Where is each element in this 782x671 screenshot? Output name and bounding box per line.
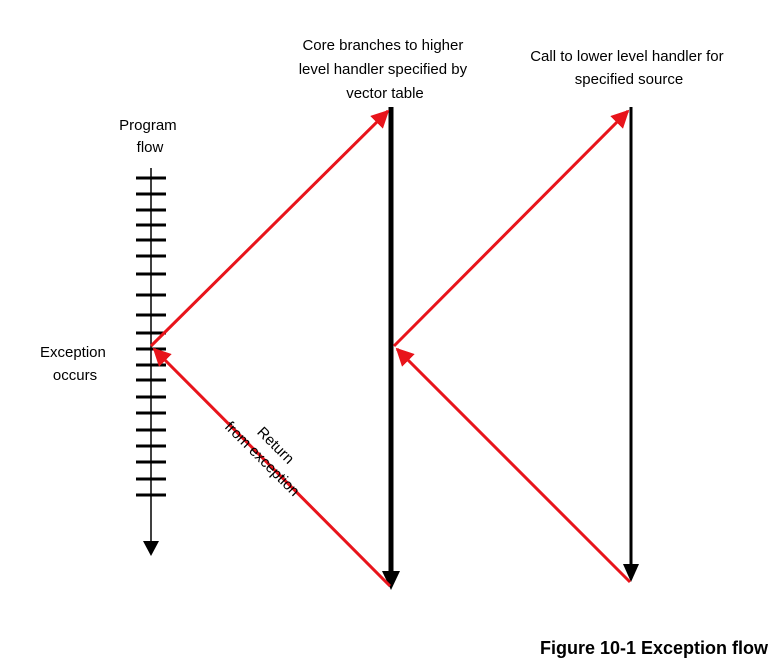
program-flow-label: Program flow <box>119 117 181 156</box>
return-from-exception-arrow <box>152 347 392 588</box>
return-from-exception-label: Return from exception <box>221 418 303 500</box>
figure-caption: Figure 10-1 Exception flow <box>539 638 768 658</box>
program-flow-arrowhead <box>143 541 159 556</box>
program-flow-timeline <box>136 168 166 556</box>
higher-handler-arrowhead <box>382 571 400 590</box>
return-from-lower-handler-arrow <box>395 347 632 584</box>
exception-flow-arrows <box>149 109 632 588</box>
exception-occurs-label: Exception occurs <box>40 344 110 384</box>
lower-level-handler-timeline <box>623 107 639 582</box>
call-to-lower-handler-arrow <box>392 109 630 348</box>
lower-handler-arrowhead <box>623 564 639 582</box>
higher-level-handler-timeline <box>382 107 400 590</box>
exception-to-higher-handler-arrow <box>149 109 390 348</box>
core-branches-label: Core branches to higher level handler sp… <box>299 37 472 102</box>
call-lower-handler-label: Call to lower level handler for specifie… <box>530 48 728 88</box>
